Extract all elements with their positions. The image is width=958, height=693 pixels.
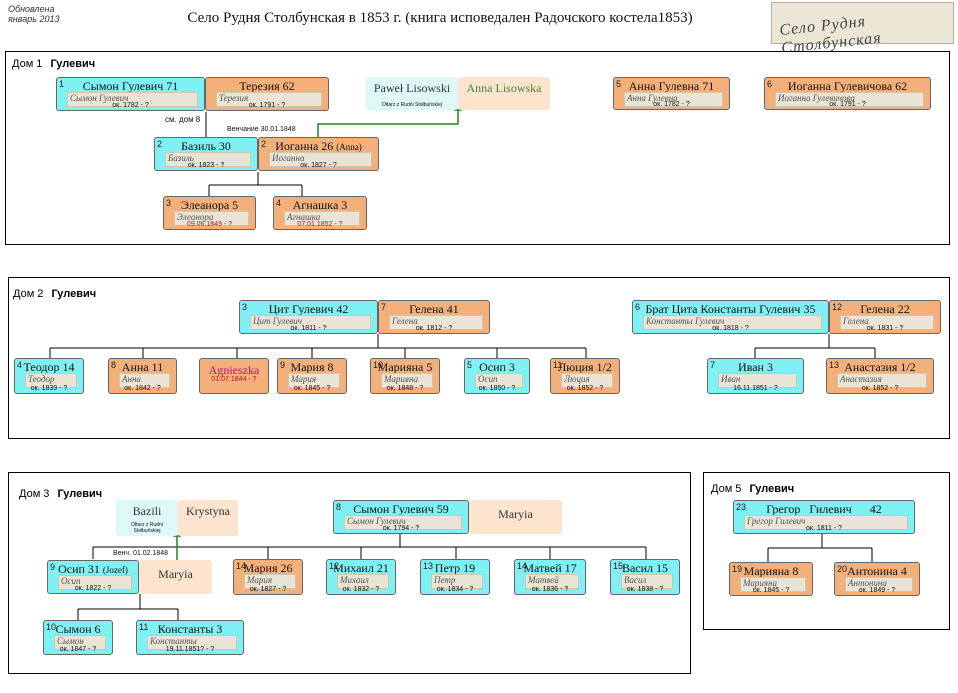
handwriting-scan: Анна — [119, 373, 170, 388]
person-petr-19[interactable]: 13 Петр 19 Петр ок. 1834 - ? — [420, 559, 490, 595]
person-krystyna[interactable]: Krystyna — [178, 500, 238, 536]
handwriting-scan: Осип — [58, 575, 132, 590]
handwriting-scan: Васил — [621, 574, 673, 589]
see-house-8-note: см. дом 8 — [165, 115, 201, 124]
person-symon-gulevich-71[interactable]: 1 Сымон Гулевич 71 Сымон Гулевич ок. 178… — [56, 77, 205, 111]
handwriting-scan: Люция — [561, 373, 613, 388]
handwriting-scan: Иван — [718, 373, 797, 388]
handwriting-scan: Осип — [475, 373, 523, 388]
wedding-note-1: Венчание 30.01.1848 — [227, 126, 296, 133]
handwriting-scan: Марияна — [740, 577, 806, 592]
handwriting-scan: Константы Гулевич — [643, 315, 822, 330]
person-agnieszka[interactable]: Agnieszka 01.07.1844 - ? — [199, 358, 269, 394]
person-bazil-30[interactable]: 2 Базиль 30 Базиль ок. 1823 - ? — [154, 137, 258, 171]
handwriting-scan: Иоганна — [269, 152, 372, 167]
handwriting-scan: Агнашка — [284, 211, 360, 226]
handwriting-scan: Анна Гулевна — [624, 92, 723, 107]
person-tsit-gulevich-42[interactable]: 3 Цит Гулевич 42 Цит Гулевич ок. 1811 - … — [239, 300, 378, 334]
handwriting-scan: Грегор Гилевич — [744, 515, 908, 530]
handwriting-scan: Марияна — [381, 373, 433, 388]
person-osip-3[interactable]: 5 Осип 3 Осип ок. 1850 - ? — [464, 358, 530, 394]
handwriting-scan: Матвей — [525, 574, 579, 589]
person-anna-lisowska[interactable]: Anna Lisowska — [458, 77, 550, 110]
person-mariyana-5[interactable]: 10 Марияна 5 Марияна ок. 1848 - ? — [370, 358, 440, 394]
person-symon-6[interactable]: 10 Сымон 6 Сымон ок. 1847 - ? — [43, 620, 113, 655]
handwriting-scan: Цит Гулевич — [250, 315, 371, 330]
handwriting-scan: Анастазия — [837, 373, 927, 388]
handwriting-scan: Михаил — [337, 574, 389, 589]
person-maryia-1[interactable]: Maryia — [469, 500, 562, 534]
handwriting-scan: Гелена — [389, 315, 483, 330]
handwriting-scan: Сымон Гулевич — [67, 92, 198, 107]
person-gregor-gilevich-42[interactable]: 23 Грегор Гилевич 42 Грегор Гилевич ок. … — [733, 500, 915, 534]
handwriting-scan: Сымон Гулевич — [344, 515, 462, 530]
handwriting-scan: Антонина — [845, 577, 913, 592]
wedding-note-3: Венч. 01.02.1848 — [113, 550, 168, 557]
person-bazili[interactable]: Bazili Ołtarz z Rudni Stołbuńskiej — [116, 500, 178, 536]
person-anna-11[interactable]: 8 Анна 11 Анна ок. 1842 - ? — [108, 358, 177, 394]
person-iogana-26[interactable]: 2 Иоганна 26 (Anna) Иоганна ок. 1827 - ? — [258, 137, 379, 171]
handwriting-scan: Петр — [431, 574, 483, 589]
person-teodor-14[interactable]: 4 Теодор 14 Теодор ок. 1839 - ? — [14, 358, 84, 394]
handwriting-scan: Мария — [288, 373, 340, 388]
person-agnashka-3[interactable]: 4 Агнашка 3 Агнашка 07.01.1852 - ? — [273, 196, 367, 230]
handwriting-scan: Гелена — [840, 315, 934, 330]
person-tereziya-62[interactable]: Терезия 62 Терезия ок. 1791 - ? — [205, 77, 329, 111]
person-mariya-8[interactable]: 9 Мария 8 Мария ок. 1845 - ? — [277, 358, 347, 394]
person-vasil-15[interactable]: 15 Васил 15 Васил ок. 1838 - ? — [610, 559, 680, 595]
person-gelena-41[interactable]: 7 Гелена 41 Гелена ок. 1812 - ? — [378, 300, 490, 334]
handwriting-scan: Элеанора — [174, 211, 249, 226]
updated-note: Обновлена январь 2013 — [8, 4, 60, 24]
person-antonina-4[interactable]: 20 Антонина 4 Антонина ок. 1849 - ? — [834, 562, 920, 596]
signature-image: Село Рудня Столбунская — [771, 2, 954, 57]
person-lyutsiya-half[interactable]: 11 Люция 1/2 Люция ок. 1852 - ? — [550, 358, 620, 394]
person-anna-gulevna-71[interactable]: 5 Анна Гулевна 71 Анна Гулевна ок. 1782 … — [613, 77, 730, 110]
handwriting-scan: Терезия — [216, 92, 322, 107]
person-anastaziya-half[interactable]: 13 Анастазия 1/2 Анастазия ок. 1852 - ? — [826, 358, 934, 394]
person-mikhail-21[interactable]: 12 Михаил 21 Михаил ок. 1832 - ? — [326, 559, 396, 595]
person-konstanty-3[interactable]: 11 Константы 3 Константы 19.11.1851? - ? — [136, 620, 244, 655]
person-osip-31[interactable]: 9 Осип 31 (Jozef) Осип ок. 1822 - ? — [47, 560, 139, 594]
person-symon-gulevich-59[interactable]: 8 Сымон Гулевич 59 Сымон Гулевич ок. 179… — [333, 500, 469, 534]
person-pawel-lisowski[interactable]: Paweł Lisowski Ołtarz z Rudni Stołbuński… — [366, 77, 458, 110]
person-maryia-2[interactable]: Maryia — [139, 560, 212, 594]
person-ivan-3[interactable]: 7 Иван 3 Иван 16.11.1851 - ? — [707, 358, 804, 394]
handwriting-scan: Теодор — [25, 373, 77, 388]
handwriting-scan: Мария — [244, 574, 296, 589]
person-matvei-17[interactable]: 14 Матвей 17 Матвей ок. 1836 - ? — [514, 559, 586, 595]
page-title: Село Рудня Столбунская в 1853 г. (книга … — [187, 10, 693, 26]
person-eleanora-5[interactable]: 3 Элеанора 5 Элеанора 09.06.1849 - ? — [163, 196, 256, 230]
person-iogana-gulevichova-62[interactable]: 6 Иоганна Гулевичова 62 Иоганна Гулевичо… — [764, 77, 931, 110]
person-mariyana-8[interactable]: 19 Марияна 8 Марияна ок. 1845 - ? — [729, 562, 813, 596]
person-mariya-26[interactable]: 14 Мария 26 Мария ок. 1827 - ? — [233, 559, 303, 595]
person-konstanty-gulevich-35[interactable]: 6 Брат Цита Константы Гулевич 35 Констан… — [632, 300, 829, 334]
handwriting-scan: Иоганна Гулевичова — [775, 92, 924, 107]
handwriting-scan: Константы — [147, 635, 237, 650]
handwriting-scan: Базиль — [165, 152, 251, 167]
handwriting-scan: Сымон — [54, 635, 106, 650]
person-gelena-22[interactable]: 12 Гелена 22 Гелена ок. 1831 - ? — [829, 300, 941, 334]
